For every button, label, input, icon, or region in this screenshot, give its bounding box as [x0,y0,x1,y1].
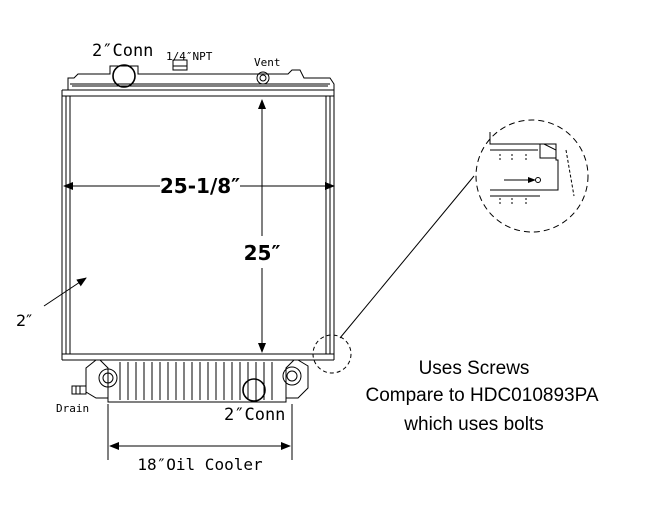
note-line-2: Compare to HDC010893PA [365,385,598,406]
detail-leader-line [339,175,475,339]
depth-leader-arrow [43,277,87,307]
width-dimension-label: 25-1/8″ [160,174,240,198]
right-oil-cooler-fitting [282,366,302,386]
drain-plug [71,385,87,395]
top-conn-label: 2″Conn [92,41,153,61]
npt-fitting [172,59,188,71]
drain-label: Drain [56,402,89,415]
detail-callout-circle [312,334,352,374]
oil-cooler-dimension-label: 18″Oil Cooler [137,455,263,474]
radiator-core [61,95,335,355]
vent-fitting [256,71,270,85]
left-oil-cooler-fitting [98,368,118,388]
bottom-conn-pipe [242,378,266,402]
top-conn-pipe [112,64,136,88]
bottom-conn-label: 2″Conn [224,405,285,425]
bottom-tank [61,353,335,403]
note-line-1: Uses Screws [419,358,530,379]
top-tank [61,65,335,97]
npt-label: 1/4″NPT [166,50,213,63]
detail-view [475,119,589,233]
height-dimension-label: 25″ [244,241,281,265]
note-line-3: which uses bolts [403,414,543,435]
vent-label: Vent [254,56,281,69]
depth-dimension-label: 2″ [16,311,32,330]
